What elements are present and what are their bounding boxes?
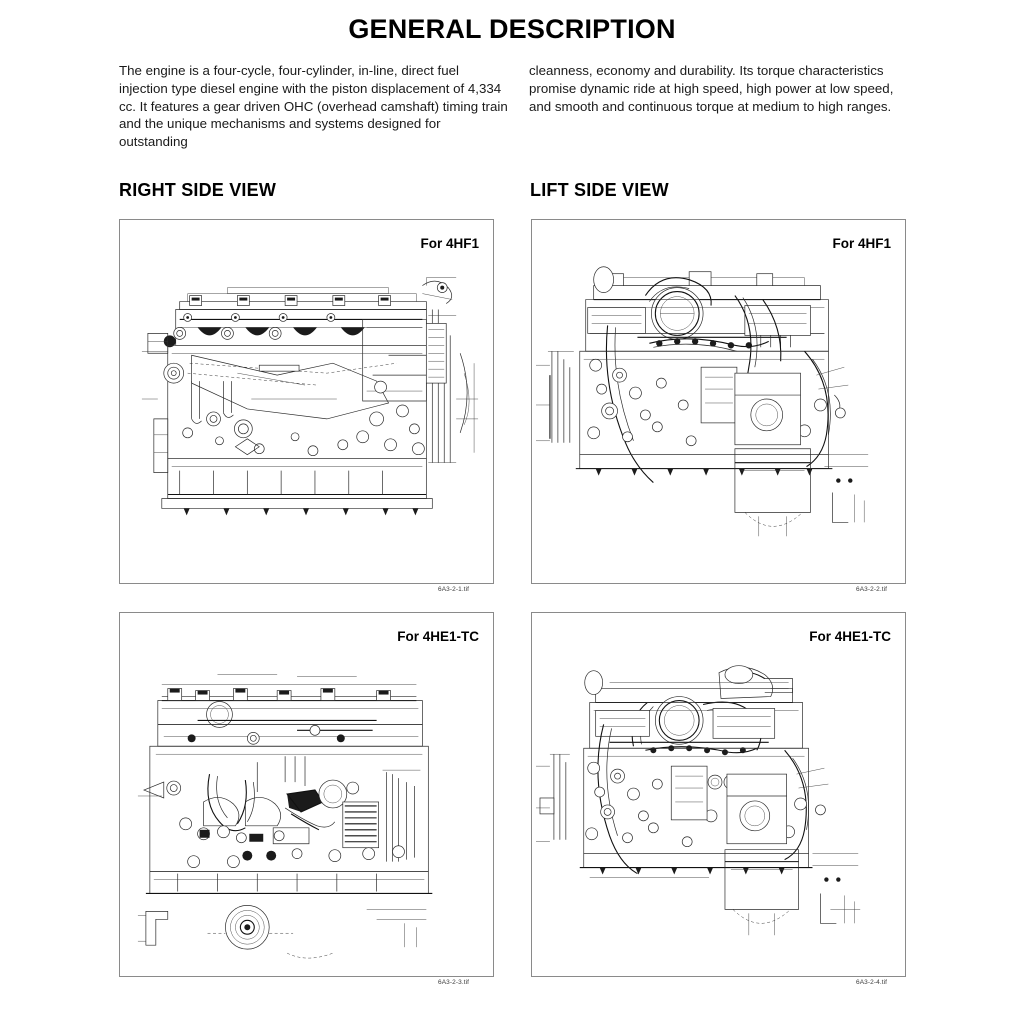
figure-panel-right-4hf1: For 4HF1 (119, 219, 494, 584)
page-title: GENERAL DESCRIPTION (348, 14, 676, 44)
figure-label-right-4hf1: For 4HF1 (420, 236, 479, 251)
figure-panel-left-4hf1: For 4HF1 (531, 219, 906, 584)
figure-label-left-4hf1: For 4HF1 (832, 236, 891, 251)
engine-drawing-right-4he1tc (120, 613, 493, 976)
figure-caption-right-4he1tc: 6A3-2-3.tif (438, 979, 470, 986)
intro-paragraph-left: The engine is a four-cycle, four-cylinde… (119, 63, 508, 150)
figure-panel-right-4he1tc: For 4HE1-TC (119, 612, 494, 977)
figure-panel-left-4he1tc: For 4HE1-TC (531, 612, 906, 977)
engine-drawing-left-4he1tc (532, 613, 905, 976)
engine-drawing-left-4hf1 (532, 220, 905, 583)
intro-column-right: cleanness, economy and durability. Its t… (529, 62, 909, 151)
section-heading-lift-side-view: LIFT SIDE VIEW (530, 180, 669, 200)
section-heading-right-side-view: RIGHT SIDE VIEW (119, 180, 277, 200)
figure-label-right-4he1tc: For 4HE1-TC (397, 629, 479, 644)
intro-text-block: The engine is a four-cycle, four-cylinde… (119, 62, 909, 151)
figure-caption-right-4hf1: 6A3-2-1.tif (438, 586, 470, 593)
engine-drawing-right-4hf1 (120, 220, 493, 583)
figure-caption-left-4he1tc: 6A3-2-4.tif (856, 979, 888, 986)
intro-column-left: The engine is a four-cycle, four-cylinde… (119, 62, 509, 151)
figure-caption-left-4hf1: 6A3-2-2.tif (856, 586, 888, 593)
figure-label-left-4he1tc: For 4HE1-TC (809, 629, 891, 644)
intro-paragraph-right: cleanness, economy and durability. Its t… (529, 63, 894, 114)
